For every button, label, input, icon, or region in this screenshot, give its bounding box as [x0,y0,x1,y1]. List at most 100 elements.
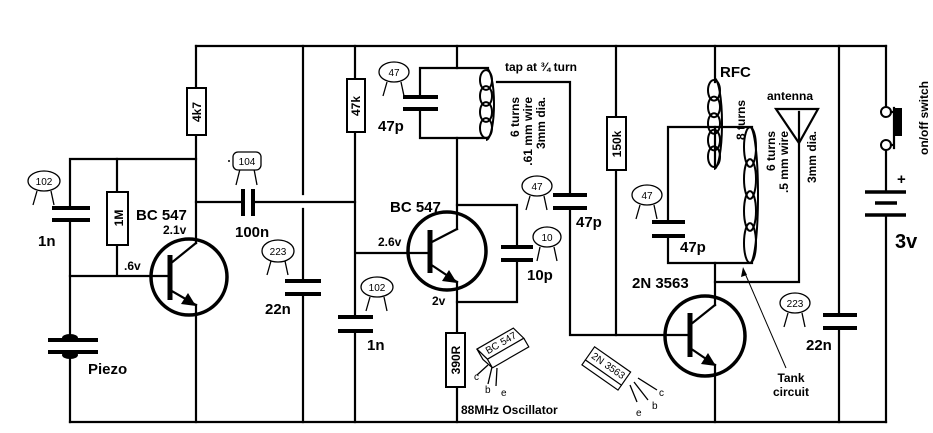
label-47p-coupling: 47p [576,214,602,231]
capacitor-47p-coupling [553,193,587,210]
transistor-q2-symbol [406,210,488,292]
antenna-icon [773,107,820,146]
label-q1: BC 547 [136,207,187,224]
cap-code-bubble-223-supply: 223 [779,292,811,328]
label-rfc: RFC [720,64,751,81]
label-22n-supply: 22n [806,337,832,354]
coil-outline [713,77,723,170]
wires [68,44,888,424]
coil1-spec-diameter: 3mm dia. [534,97,548,149]
coil-outline [749,126,759,264]
cap-code-bubble-47-tank2: 47 [631,184,663,220]
capacitor-100n [241,189,255,216]
pin-label-c: c [474,372,479,383]
resistor-390r-label: 390R [449,345,463,374]
cap-code: 223 [270,247,287,258]
on-off-switch-icon[interactable] [880,106,902,151]
label-q2-emitter-voltage: 2v [432,294,446,308]
cap-code: 104 [239,157,256,168]
resistor-47k [346,78,366,133]
capacitor-22n-supply [823,313,857,330]
battery-icon [865,190,906,217]
coil1-spec-turns: 6 turns [508,97,522,137]
cap-code: 102 [369,283,386,294]
capacitor-47p-tank2 [652,220,685,238]
tank1-frame [418,66,490,140]
cap-code: 47 [531,182,543,193]
wire-10p [455,203,519,304]
capacitors [52,95,857,333]
coil2-spec-turns: 6 turns [764,131,778,171]
pin-label-e: e [501,388,507,399]
wire-bias [68,157,172,278]
coil-turn [707,95,721,119]
tank2-frame [666,125,754,265]
label-on-off-switch: on/off switch [917,81,931,155]
cap-code: 223 [787,299,804,310]
label-10p: 10p [527,267,553,284]
cap-code-bubble-47-coupling: 47 [521,175,553,211]
resistor-150k [606,116,627,171]
coil-turn [743,190,757,232]
coil2-spec-wire: .5 mm wire [777,131,791,193]
wire-osc-base [353,44,432,424]
cap-code: 47 [641,191,653,202]
pin-label-b: b [652,401,658,412]
cap-code-bubble-47-tank1: 47 [378,61,410,97]
wire-tap [495,80,692,337]
coil2-spec-diameter: 3mm dia. [805,131,819,183]
capacitor-10p [501,245,533,262]
coil-turn [707,128,721,152]
section-label-oscillator: 88MHz Oscillator [461,403,558,417]
capacitor-22n [285,279,321,296]
wire-input [68,157,198,424]
coil1-spec-wire: .61 mm wire [521,97,535,166]
pin-label-e: e [636,408,642,419]
capacitor-47p-tank1 [403,95,438,111]
cap-code-bubble-104: 104 [228,151,262,186]
cap-code: 10 [541,233,553,244]
coil-turn [707,112,721,135]
package-2n3563: 2N 3563 c b e [581,345,664,419]
coil-tank2-icon [743,126,759,264]
coil-turn [479,85,493,107]
coil-tank1-icon [479,67,495,141]
rfc-coil-icon [707,77,723,170]
transistor-q1-symbol [149,237,229,317]
label-coil-tap: tap at ¾ turn [505,60,577,74]
label-q1-base-voltage: .6v [124,259,141,273]
transistor-q3-symbol [663,294,747,378]
cap-code-bubble-102-base: 102 [360,276,394,312]
tank-pointer-arrow [741,267,787,369]
coil-turn [743,158,757,200]
resistors [106,78,627,388]
pin-label-b: b [485,385,491,396]
label-47p-tank2: 47p [680,239,706,256]
capacitor-1n-input [52,206,90,222]
resistor-1m [106,191,129,246]
label-battery-plus: + [897,171,906,188]
label-47p-tank1: 47p [378,118,404,135]
label-q1-collector-voltage: 2.1v [163,223,187,237]
label-22n-preamp: 22n [265,301,291,318]
pin-label-c: c [659,388,664,399]
label-q2: BC 547 [390,199,441,216]
emitter-arrow-icon [442,270,457,283]
emitter-arrow-icon [701,353,716,366]
resistor-1m-label: 1M [112,210,126,227]
wire-antenna [713,110,801,284]
label-piezo: Piezo [88,361,127,378]
resistor-150k-label: 150k [610,130,624,157]
label-q3: 2N 3563 [632,275,689,292]
package-bc547: BC 547 c b e [474,327,530,399]
cap-code: 47 [388,68,400,79]
capacitor-1n-base [338,315,373,333]
cap-code-bubble-10: 10 [532,226,562,262]
coil-turn [479,101,493,123]
coil-outline [485,67,495,141]
piezo-transducer [48,334,98,359]
label-antenna: antenna [767,89,813,103]
resistor-4k7 [186,87,207,136]
